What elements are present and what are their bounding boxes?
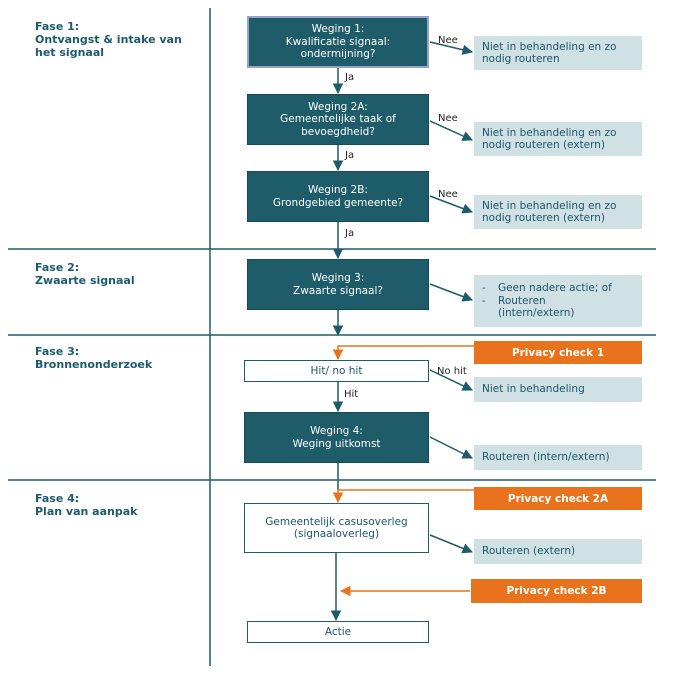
privacy-check-2b-label: Privacy check 2B — [506, 585, 607, 597]
outcome-no-hit-label: Niet in behandeling — [482, 383, 585, 396]
step-weging-3-line2: Zwaarte signaal? — [293, 284, 383, 297]
outcome-no-hit: Niet in behandeling — [474, 377, 642, 402]
outcome-weging-1-line2: nodig routeren — [482, 53, 560, 65]
outcome-weging-3-item-2: - Routeren — [482, 295, 612, 308]
outcome-weging-3-item-1-dash: - — [482, 282, 486, 295]
outcome-weging-3-indent — [482, 307, 498, 320]
outcome-casusoverleg: Routeren (extern) — [474, 539, 642, 564]
step-weging-2a[interactable]: Weging 2A: Gemeentelijke taak of bevoegd… — [247, 94, 429, 145]
step-weging-2a-line2: Gemeentelijke taak of — [280, 113, 396, 126]
privacy-check-1-label: Privacy check 1 — [511, 346, 605, 359]
arrow-w4-outcome — [429, 436, 473, 459]
edge-label-no-hit: No hit — [437, 366, 467, 377]
outcome-casusoverleg-label: Routeren (extern) — [482, 545, 576, 558]
step-weging-2b-line2: Grondgebied gemeente? — [272, 196, 404, 209]
outcome-weging-3-item-2-dash: - — [482, 294, 486, 307]
step-weging-2b[interactable]: Weging 2B: Grondgebied gemeente? — [247, 171, 429, 222]
phase-4-title: Fase 4: — [35, 492, 80, 505]
edge-label-ja-2: Ja — [345, 150, 355, 161]
edge-label-ja-1: Ja — [345, 72, 355, 83]
phase-1-title: Fase 1: — [35, 20, 80, 33]
phase-2-label: Fase 2: Zwaarte signaal — [35, 261, 205, 287]
outcome-weging-2a-line2: nodig routeren (extern) — [482, 139, 605, 151]
arrow-w2b-nee — [429, 195, 473, 214]
outcome-weging-1: Niet in behandeling en zo nodig routeren — [474, 36, 642, 70]
step-actie-label: Actie — [324, 625, 352, 638]
arrow-casus-outcome — [429, 534, 473, 554]
edge-label-nee-1: Nee — [438, 35, 458, 46]
arrow-hit-nohit — [429, 369, 473, 391]
step-casusoverleg-line1: Gemeentelijk casusoverleg — [265, 515, 408, 528]
outcome-weging-3-item-2-cont: (intern/extern) — [482, 307, 612, 320]
arrow-privacy-1 — [332, 345, 474, 361]
phase-1-name-line2: het signaal — [35, 46, 105, 59]
arrow-privacy-2a — [332, 489, 474, 504]
step-weging-1-line3: ondermijning? — [300, 48, 376, 61]
edge-label-hit: Hit — [344, 389, 359, 400]
step-weging-3-title: Weging 3: — [311, 272, 365, 284]
phase-3-label: Fase 3: Bronnenonderzoek — [35, 345, 205, 371]
arrow-w3-outcome — [429, 283, 473, 302]
arrow-w2a-nee — [429, 120, 473, 141]
step-hit-no-hit-label: Hit/ no hit — [310, 364, 363, 377]
phase-2-name: Zwaarte signaal — [35, 274, 135, 287]
outcome-weging-2b: Niet in behandeling en zo nodig routeren… — [474, 195, 642, 229]
phase-1-name-line1: Ontvangst & intake van — [35, 33, 182, 46]
outcome-weging-2b-line2: nodig routeren (extern) — [482, 212, 605, 224]
privacy-check-2a: Privacy check 2A — [474, 487, 642, 510]
step-casusoverleg[interactable]: Gemeentelijk casusoverleg (signaaloverle… — [244, 503, 429, 553]
phase-2-title: Fase 2: — [35, 261, 80, 274]
step-weging-4-title: Weging 4: — [310, 425, 363, 437]
step-casusoverleg-line2: (signaaloverleg) — [293, 528, 380, 540]
outcome-weging-2a-line1: Niet in behandeling en zo — [482, 126, 617, 139]
phase-4-name: Plan van aanpak — [35, 505, 138, 518]
step-weging-4[interactable]: Weging 4: Weging uitkomst — [244, 412, 429, 463]
step-weging-2b-title: Weging 2B: — [308, 184, 368, 196]
edge-label-nee-3: Nee — [438, 189, 458, 200]
step-weging-3[interactable]: Weging 3: Zwaarte signaal? — [247, 259, 429, 310]
phase-4-label: Fase 4: Plan van aanpak — [35, 492, 205, 518]
edge-label-ja-3: Ja — [345, 228, 355, 239]
phase-3-title: Fase 3: — [35, 345, 80, 358]
phase-1-label: Fase 1: Ontvangst & intake van het signa… — [35, 20, 205, 59]
privacy-check-2b: Privacy check 2B — [471, 579, 642, 603]
outcome-weging-3-item-1-text: Geen nadere actie; of — [498, 282, 612, 295]
outcome-weging-3-item-2-text: Routeren — [498, 294, 546, 307]
arrow-w1-nee — [429, 41, 474, 55]
edge-label-nee-2: Nee — [438, 113, 458, 124]
step-weging-1[interactable]: Weging 1: Kwalificatie signaal: ondermij… — [247, 16, 429, 68]
step-weging-2a-line3: bevoegdheid? — [301, 125, 375, 138]
privacy-check-2a-label: Privacy check 2A — [507, 492, 609, 505]
step-weging-2a-title: Weging 2A: — [308, 100, 368, 113]
outcome-weging-3-item-1: - Geen nadere actie; of — [482, 282, 612, 295]
outcome-weging-4-label: Routeren (intern/extern) — [482, 451, 610, 464]
outcome-weging-1-line1: Niet in behandeling en zo — [482, 40, 617, 53]
step-weging-4-line2: Weging uitkomst — [292, 437, 381, 450]
phase-3-name: Bronnenonderzoek — [35, 358, 153, 371]
outcome-weging-3: - Geen nadere actie; of - Routeren (inte… — [474, 275, 642, 327]
outcome-weging-2b-line1: Niet in behandeling en zo — [482, 199, 617, 212]
outcome-weging-4: Routeren (intern/extern) — [474, 445, 642, 470]
privacy-check-1: Privacy check 1 — [474, 341, 642, 364]
step-weging-1-line2: Kwalificatie signaal: — [285, 35, 391, 48]
step-actie[interactable]: Actie — [247, 621, 429, 643]
outcome-weging-2a: Niet in behandeling en zo nodig routeren… — [474, 122, 642, 156]
step-hit-no-hit[interactable]: Hit/ no hit — [244, 360, 429, 382]
step-weging-1-title: Weging 1: — [311, 23, 365, 36]
outcome-weging-3-item-2-line2: (intern/extern) — [498, 307, 575, 320]
